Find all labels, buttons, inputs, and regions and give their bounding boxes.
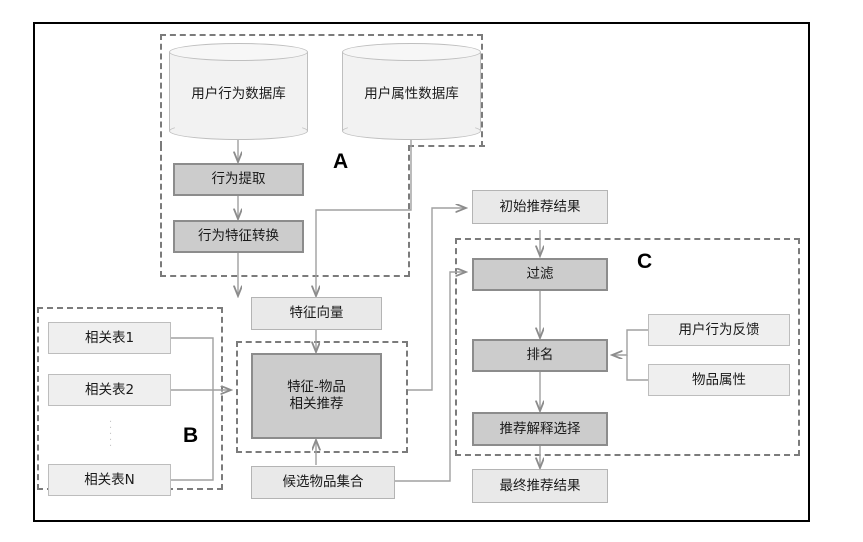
- related-table-1-node[interactable]: 相关表1: [48, 322, 171, 354]
- group-a-region: [160, 34, 483, 147]
- explanation-selection-node[interactable]: 推荐解释选择: [472, 412, 608, 446]
- ranking-node[interactable]: 排名: [472, 339, 608, 372]
- group-c-label: C: [637, 250, 653, 273]
- filter-node[interactable]: 过滤: [472, 258, 608, 291]
- candidate-item-set-node[interactable]: 候选物品集合: [251, 466, 395, 499]
- cylinder-top: [342, 43, 481, 61]
- user-behavior-feedback-node[interactable]: 用户行为反馈: [648, 314, 790, 346]
- behavior-extraction-node[interactable]: 行为提取: [173, 163, 304, 196]
- user-attribute-db-label: 用户属性数据库: [364, 85, 459, 102]
- related-tables-ellipsis: .....: [109, 413, 113, 449]
- user-behavior-db-label: 用户行为数据库: [191, 85, 286, 102]
- feature-vector-node[interactable]: 特征向量: [251, 297, 382, 330]
- behavior-feature-transform-node[interactable]: 行为特征转换: [173, 220, 304, 253]
- cylinder-bottom: [342, 122, 481, 140]
- cylinder-body: [342, 52, 481, 131]
- cylinder-body: [169, 52, 308, 131]
- item-attribute-node[interactable]: 物品属性: [648, 364, 790, 396]
- cylinder-top: [169, 43, 308, 61]
- initial-recommend-result-node[interactable]: 初始推荐结果: [472, 190, 608, 224]
- group-a-label: A: [333, 150, 349, 173]
- final-recommend-result-node[interactable]: 最终推荐结果: [472, 469, 608, 503]
- related-table-2-node[interactable]: 相关表2: [48, 374, 171, 406]
- group-b-label: B: [183, 424, 199, 447]
- group-a-region-step: [408, 145, 485, 147]
- feature-item-recommend-node[interactable]: 特征-物品 相关推荐: [251, 353, 382, 439]
- user-attribute-db[interactable]: 用户属性数据库: [342, 43, 481, 140]
- cylinder-bottom: [169, 122, 308, 140]
- user-behavior-db[interactable]: 用户行为数据库: [169, 43, 308, 140]
- feature-item-recommend-line1: 特征-物品: [287, 379, 346, 396]
- feature-item-recommend-line2: 相关推荐: [289, 396, 344, 412]
- related-table-n-node[interactable]: 相关表N: [48, 464, 171, 496]
